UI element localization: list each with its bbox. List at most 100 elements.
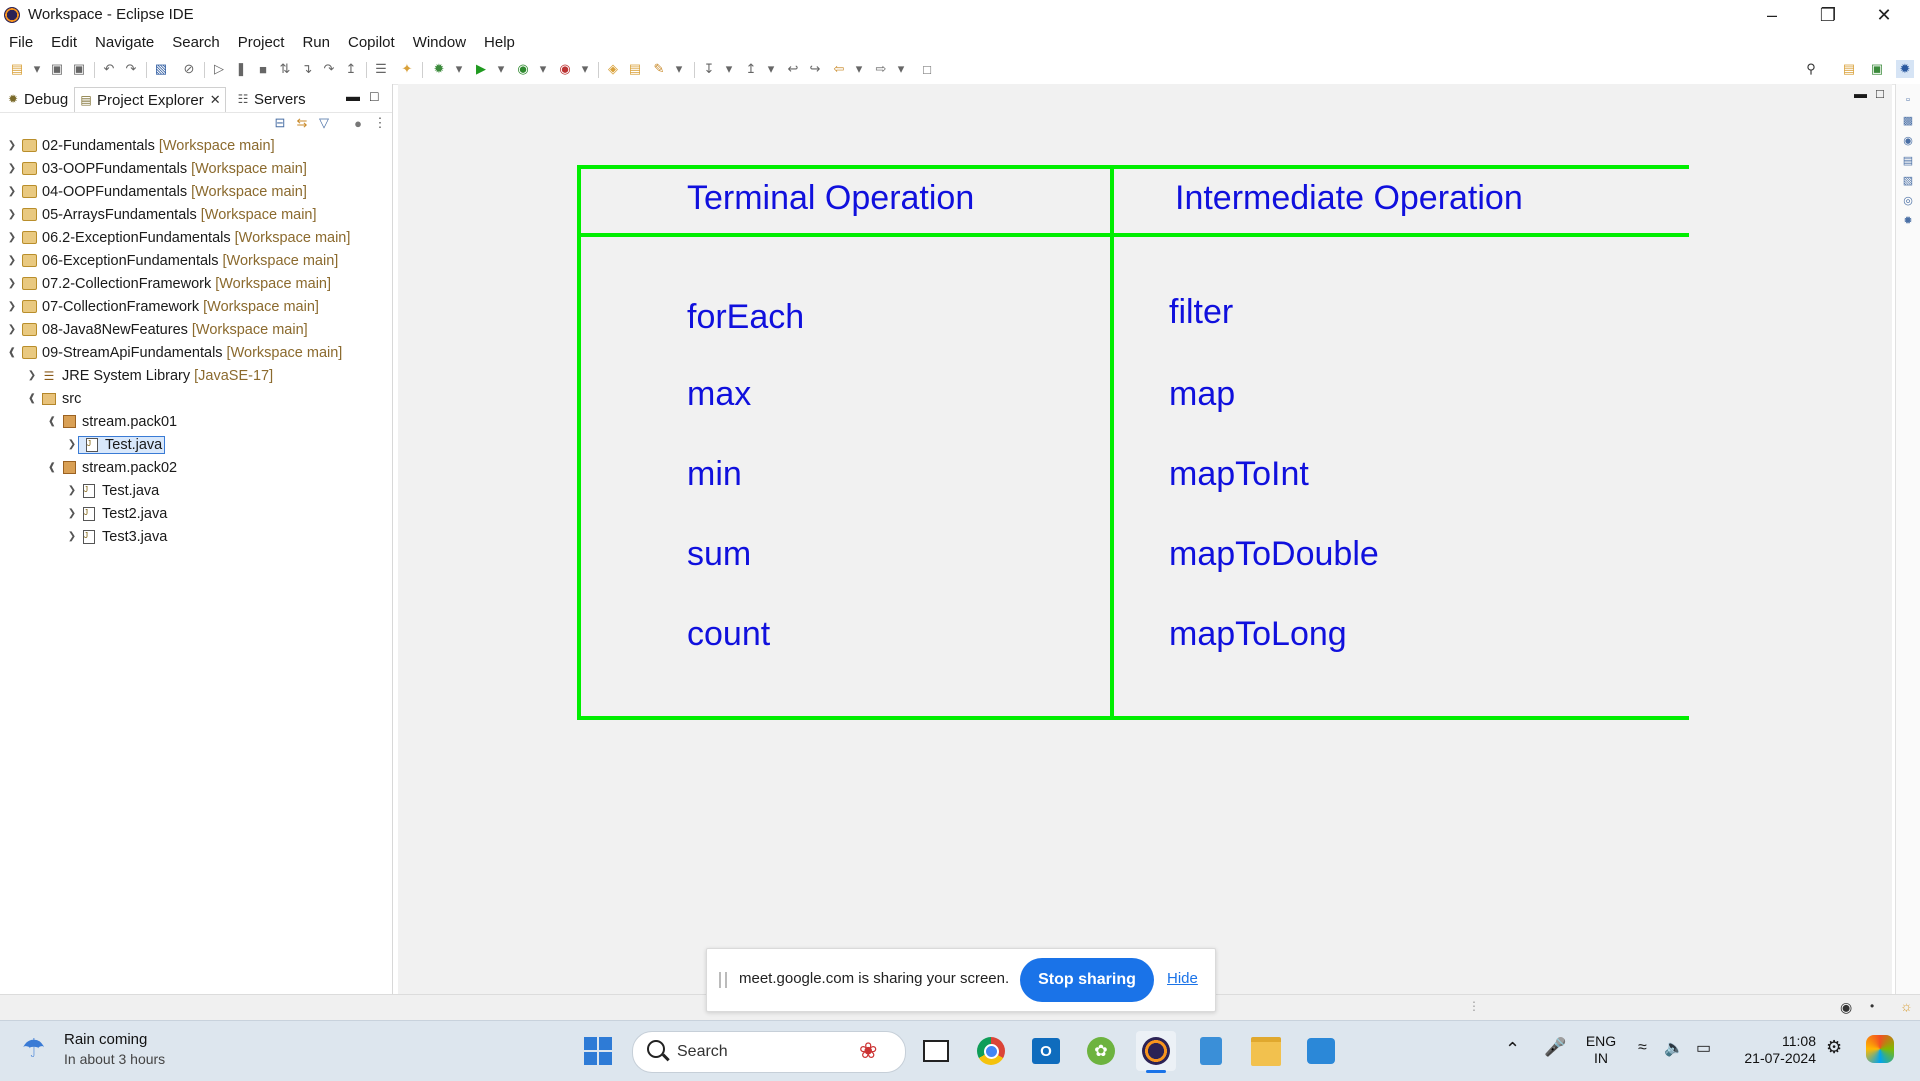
- selected-item[interactable]: J Test.java: [78, 435, 166, 454]
- tree-item-project[interactable]: ❯ 04-OOPFundamentals [Workspace main]: [6, 180, 307, 203]
- menu-file[interactable]: File: [9, 33, 34, 51]
- resume-icon[interactable]: ▷: [214, 61, 224, 76]
- skip-breakpoints-icon[interactable]: ⊘: [183, 61, 195, 76]
- console-icon[interactable]: ▧: [1902, 174, 1914, 187]
- language-indicator[interactable]: ENG IN: [1584, 1033, 1618, 1067]
- chevron-down-icon[interactable]: ▾: [855, 61, 863, 76]
- chevron-down-icon[interactable]: ❰: [47, 462, 57, 473]
- outline-icon[interactable]: ☰: [375, 61, 387, 76]
- breakpoints-icon[interactable]: ◉: [1903, 134, 1913, 147]
- outline-icon[interactable]: ◎: [1903, 194, 1913, 207]
- menu-run[interactable]: Run: [302, 33, 330, 51]
- tree-item-project[interactable]: ❯ 03-OOPFundamentals [Workspace main]: [6, 157, 307, 180]
- chevron-right-icon[interactable]: ❯: [7, 232, 17, 243]
- open-folder-icon[interactable]: ▤: [628, 61, 642, 76]
- debug-run-icon[interactable]: ✹: [433, 61, 445, 76]
- battery-icon[interactable]: ▭: [1696, 1040, 1712, 1057]
- view-menu-icon[interactable]: ⋮: [373, 115, 387, 130]
- stop-sharing-button[interactable]: Stop sharing: [1020, 958, 1154, 1002]
- chevron-right-icon[interactable]: ❯: [67, 439, 77, 450]
- external-tools-icon[interactable]: ◉: [559, 61, 571, 76]
- java-perspective-icon[interactable]: ▣: [1870, 61, 1884, 76]
- wifi-icon[interactable]: ≈: [1638, 1039, 1647, 1056]
- settings-gear-icon[interactable]: ⚙: [1826, 1037, 1843, 1057]
- taskbar-search[interactable]: Search ❀: [632, 1031, 906, 1073]
- undo-icon[interactable]: ↶: [103, 61, 115, 76]
- hide-link[interactable]: Hide: [1167, 970, 1198, 987]
- tab-project-explorer[interactable]: ▤ Project Explorer ✕: [74, 87, 226, 112]
- menu-project[interactable]: Project: [237, 33, 285, 51]
- microphone-icon[interactable]: 🎤: [1544, 1037, 1567, 1057]
- disconnect-icon[interactable]: ⇅: [279, 61, 291, 76]
- tree-item-src[interactable]: ❰ src: [26, 387, 82, 410]
- pin-editor-icon[interactable]: □: [923, 61, 931, 77]
- collapse-all-icon[interactable]: ⊟: [274, 115, 286, 130]
- tree-item-project[interactable]: ❯ 06-ExceptionFundamentals [Workspace ma…: [6, 249, 339, 272]
- start-button[interactable]: [578, 1031, 618, 1071]
- chevron-right-icon[interactable]: ❯: [7, 209, 17, 220]
- menu-navigate[interactable]: Navigate: [95, 33, 155, 51]
- chevron-up-icon[interactable]: ⌃: [1505, 1039, 1521, 1059]
- menu-window[interactable]: Window: [412, 33, 467, 51]
- minimize-editor-icon[interactable]: ▬: [1854, 86, 1867, 101]
- tree-item-project[interactable]: ❯ 08-Java8NewFeatures [Workspace main]: [6, 318, 308, 341]
- focus-icon[interactable]: ●: [354, 115, 362, 131]
- chevron-right-icon[interactable]: ❯: [27, 370, 37, 381]
- tasks-icon[interactable]: ✹: [1903, 214, 1913, 227]
- tree-item-file[interactable]: ❯ J Test2.java: [66, 502, 168, 525]
- save-all-icon[interactable]: ▣: [72, 61, 86, 76]
- chevron-right-icon[interactable]: ❯: [7, 163, 17, 174]
- chrome-button[interactable]: [971, 1031, 1011, 1071]
- chevron-down-icon[interactable]: ▾: [675, 61, 683, 76]
- variables-icon[interactable]: ▩: [1902, 114, 1914, 127]
- weather-rain-icon[interactable]: ☂: [22, 1033, 46, 1063]
- tip-icon[interactable]: ☼: [1900, 998, 1913, 1014]
- menu-copilot[interactable]: Copilot: [347, 33, 395, 51]
- tree-item-project[interactable]: ❯ 07.2-CollectionFramework [Workspace ma…: [6, 272, 331, 295]
- copilot-icon[interactable]: [1866, 1035, 1894, 1063]
- tree-item-project[interactable]: ❯ 07-CollectionFramework [Workspace main…: [6, 295, 319, 318]
- maximize-editor-icon[interactable]: □: [1876, 86, 1884, 101]
- next-annotation-icon[interactable]: ↧: [703, 61, 715, 76]
- chevron-down-icon[interactable]: ▾: [455, 61, 463, 76]
- chevron-down-icon[interactable]: ▾: [767, 61, 775, 76]
- search-icon[interactable]: ⚲: [1806, 61, 1816, 76]
- photos-button[interactable]: [1301, 1031, 1341, 1071]
- chevron-down-icon[interactable]: ▾: [539, 61, 547, 76]
- chevron-right-icon[interactable]: ❯: [67, 531, 77, 542]
- chevron-down-icon[interactable]: ▾: [725, 61, 733, 76]
- tree-item-file-selected[interactable]: ❯ J Test.java: [66, 433, 166, 456]
- chevron-down-icon[interactable]: ❰: [47, 416, 57, 427]
- tree-item-project[interactable]: ❯ 02-Fundamentals [Workspace main]: [6, 134, 275, 157]
- wizard-icon[interactable]: ✦: [401, 61, 413, 76]
- terminate-icon[interactable]: ■: [259, 61, 267, 77]
- tree-item-package[interactable]: ❰ stream.pack01: [46, 410, 177, 433]
- minimize-view-icon[interactable]: ▬: [346, 88, 360, 104]
- tab-debug[interactable]: ✹ Debug: [2, 87, 72, 111]
- chevron-right-icon[interactable]: ❯: [7, 324, 17, 335]
- redo-icon[interactable]: ↷: [125, 61, 137, 76]
- volume-icon[interactable]: 🔈: [1664, 1040, 1684, 1057]
- forward-icon[interactable]: ⇨: [875, 61, 887, 76]
- menu-search[interactable]: Search: [172, 33, 220, 51]
- minimize-button[interactable]: –: [1766, 4, 1777, 25]
- maximize-view-icon[interactable]: □: [370, 88, 379, 104]
- chevron-down-icon[interactable]: ❰: [27, 393, 37, 404]
- menu-edit[interactable]: Edit: [51, 33, 78, 51]
- open-type-icon[interactable]: ◈: [608, 61, 618, 76]
- file-explorer-button[interactable]: [1246, 1031, 1286, 1071]
- clock[interactable]: 11:08 21-07-2024: [1736, 1033, 1816, 1067]
- new-icon[interactable]: ▤: [10, 61, 24, 76]
- chevron-down-icon[interactable]: ❰: [7, 347, 17, 358]
- step-return-icon[interactable]: ↥: [345, 61, 357, 76]
- chevron-right-icon[interactable]: ❯: [7, 278, 17, 289]
- tab-servers[interactable]: ☷ Servers: [232, 87, 310, 111]
- expressions-icon[interactable]: ▤: [1902, 154, 1914, 167]
- close-icon[interactable]: ✕: [209, 92, 221, 107]
- close-button[interactable]: ✕: [1876, 4, 1892, 25]
- chevron-down-icon[interactable]: ▾: [497, 61, 505, 76]
- chevron-right-icon[interactable]: ❯: [67, 485, 77, 496]
- step-over-icon[interactable]: ↷: [323, 61, 335, 76]
- notepad-button[interactable]: [1191, 1031, 1231, 1071]
- chevron-down-icon[interactable]: ▾: [897, 61, 905, 76]
